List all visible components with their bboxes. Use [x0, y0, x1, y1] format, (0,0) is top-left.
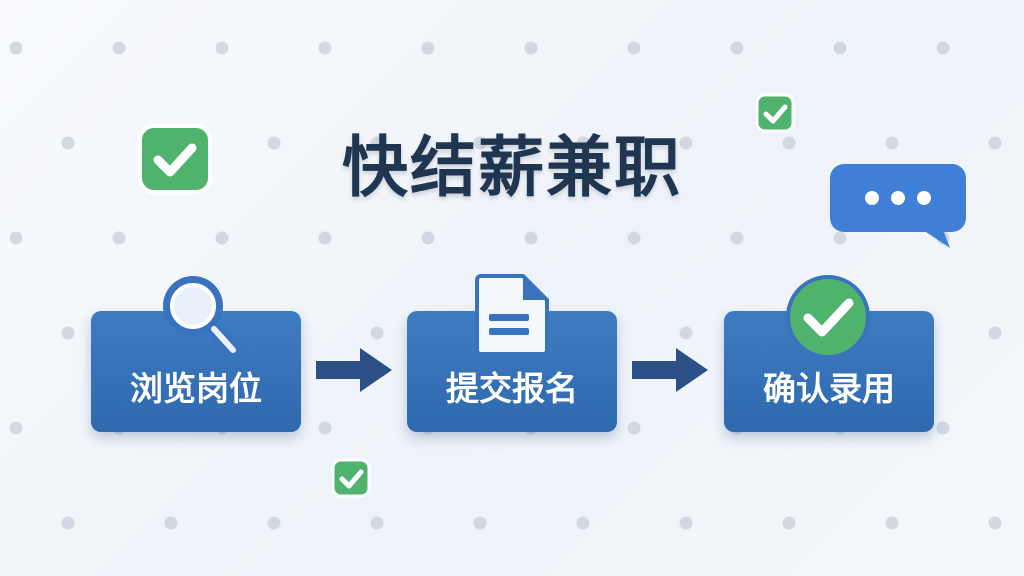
page-title: 快结薪兼职	[342, 129, 682, 206]
check-icon	[138, 124, 212, 194]
check-icon	[755, 93, 795, 133]
step-submit-application: 提交报名	[407, 311, 617, 432]
background-dot	[679, 516, 693, 530]
background-dot	[833, 41, 847, 55]
background-dot	[885, 516, 899, 530]
background-dot	[679, 326, 693, 340]
background-dot	[215, 231, 229, 245]
background-dot	[730, 41, 744, 55]
magnifier-icon	[163, 276, 240, 357]
background-dot	[164, 516, 178, 530]
background-dot	[627, 41, 641, 55]
chat-bubble-icon	[830, 164, 966, 248]
background-dot	[524, 231, 538, 245]
background-dot	[473, 516, 487, 530]
background-dot	[61, 516, 75, 530]
background-dot	[61, 136, 75, 150]
background-dot	[936, 421, 950, 435]
background-dot	[627, 231, 641, 245]
background-dot	[421, 231, 435, 245]
flow-arrow	[632, 348, 708, 392]
check-circle-icon	[786, 275, 870, 359]
background-dot	[112, 231, 126, 245]
background-dot	[318, 421, 332, 435]
document-icon	[475, 274, 549, 356]
background-dot	[524, 41, 538, 55]
background-dot	[370, 136, 384, 150]
background-dot	[885, 136, 899, 150]
background-dot	[576, 136, 590, 150]
background-dot	[627, 421, 641, 435]
flow-arrow	[316, 348, 392, 392]
background-dot	[370, 516, 384, 530]
background-dot	[215, 41, 229, 55]
background-dot	[473, 136, 487, 150]
background-dot	[988, 326, 1002, 340]
background-dot	[370, 326, 384, 340]
background-dot	[318, 231, 332, 245]
background-dot	[782, 516, 796, 530]
background-dot	[936, 41, 950, 55]
background-dot	[576, 516, 590, 530]
background-dot	[730, 231, 744, 245]
step-label: 浏览岗位	[130, 369, 262, 408]
background-dot	[9, 421, 23, 435]
background-dot	[61, 326, 75, 340]
background-dot	[988, 516, 1002, 530]
background-dot	[988, 136, 1002, 150]
background-dot	[318, 41, 332, 55]
background-dot	[782, 136, 796, 150]
background-dot	[112, 41, 126, 55]
background-dot	[267, 136, 281, 150]
step-label: 确认录用	[763, 369, 895, 408]
background-dot	[9, 41, 23, 55]
background-dot	[833, 231, 847, 245]
background-dot	[421, 41, 435, 55]
step-label: 提交报名	[446, 369, 578, 408]
background-dot	[679, 136, 693, 150]
background-dot	[9, 231, 23, 245]
check-icon	[331, 458, 371, 498]
background-dot	[267, 516, 281, 530]
